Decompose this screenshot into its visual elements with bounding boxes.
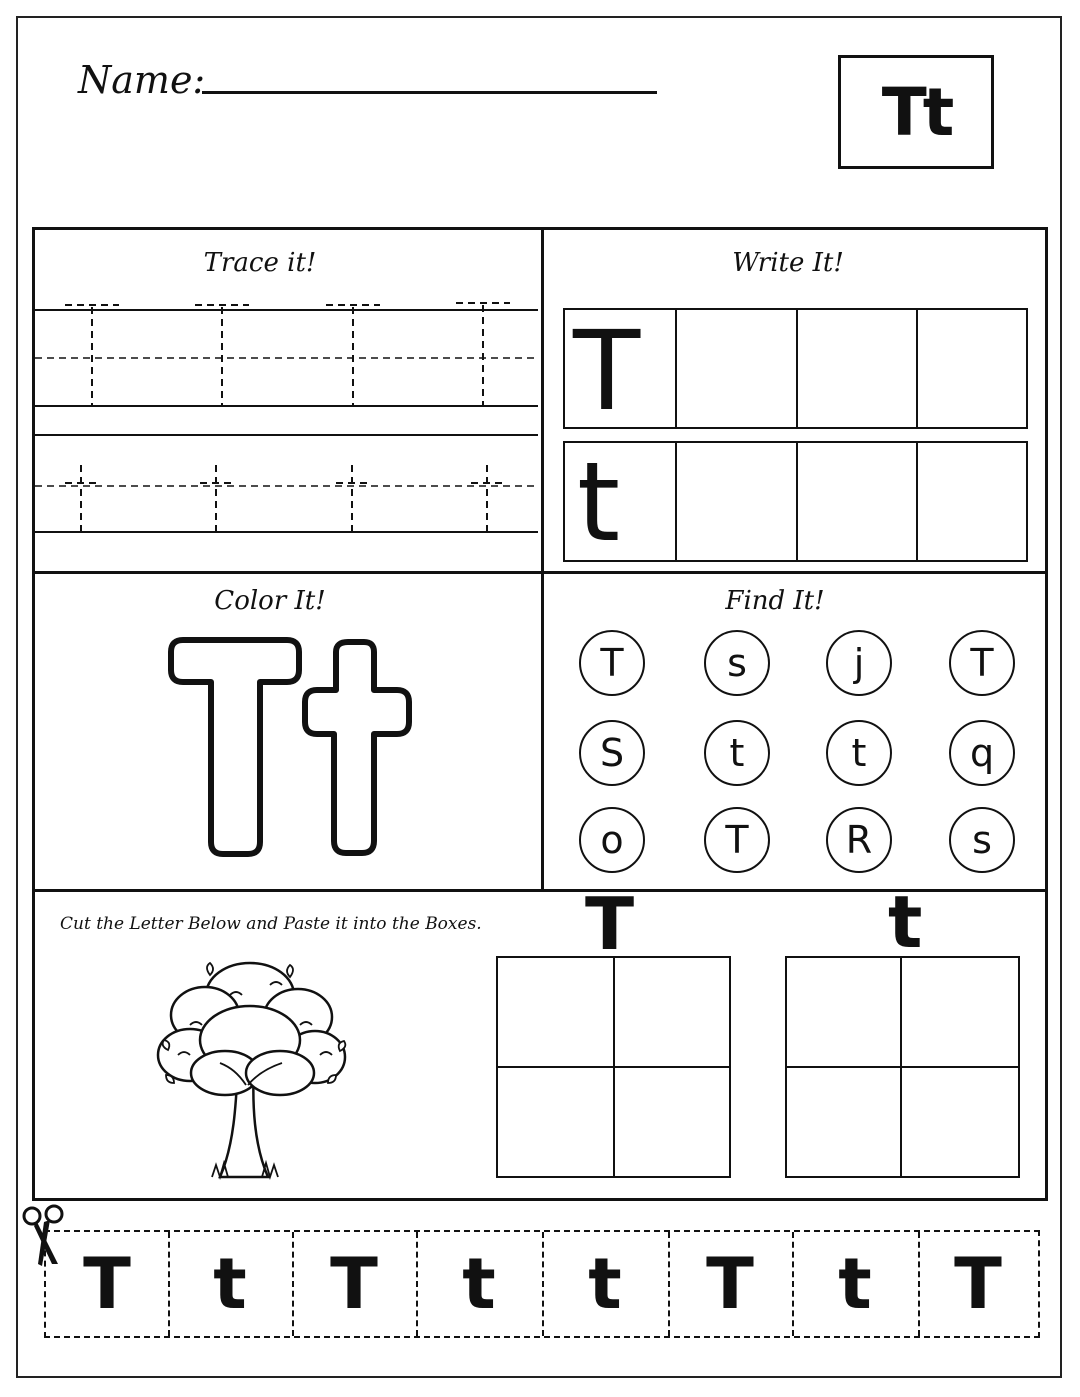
cut-divider (918, 1232, 920, 1336)
trace-title: Trace it! (203, 248, 317, 278)
paste-heading-upper: T (585, 882, 635, 966)
name-label: Name: (78, 58, 206, 102)
cut-divider (168, 1232, 170, 1336)
write-divider (675, 310, 677, 427)
cut-strip[interactable]: T t T t t T t T (44, 1230, 1040, 1338)
write-divider (796, 443, 798, 560)
write-divider (675, 443, 677, 560)
cut-letter[interactable]: t (588, 1243, 622, 1325)
color-outline-letters[interactable]: Tt (165, 636, 415, 858)
find-letter-circle[interactable]: o (579, 807, 645, 873)
find-letter-circle[interactable]: s (949, 807, 1015, 873)
find-letter-circle[interactable]: t (826, 720, 892, 786)
cut-letter[interactable]: t (462, 1243, 496, 1325)
write-example-lower: t (577, 438, 621, 566)
find-letter-circle[interactable]: s (704, 630, 770, 696)
write-title: Write It! (732, 248, 844, 278)
cut-letter[interactable]: T (706, 1243, 754, 1325)
write-divider (916, 443, 918, 560)
worksheet-grid (32, 227, 1048, 1201)
find-title: Find It! (725, 586, 825, 616)
cut-letter[interactable]: T (954, 1243, 1002, 1325)
cut-divider (542, 1232, 544, 1336)
divider-vertical (541, 230, 544, 889)
divider-row2 (35, 889, 1045, 892)
cut-divider (416, 1232, 418, 1336)
write-example-upper: T (573, 307, 641, 435)
letter-title-box: Tt (838, 55, 994, 169)
trace-lines[interactable] (35, 295, 538, 540)
paste-box-lower[interactable] (785, 956, 1020, 1178)
find-letter-circle[interactable]: T (949, 630, 1015, 696)
page-border (16, 16, 1062, 1378)
find-letter-circle[interactable]: T (579, 630, 645, 696)
find-letter-circle[interactable]: q (949, 720, 1015, 786)
paste-divider (498, 1066, 729, 1068)
cut-divider (292, 1232, 294, 1336)
find-letter-circle[interactable]: R (826, 807, 892, 873)
write-divider (796, 310, 798, 427)
find-letter-circle[interactable]: T (704, 807, 770, 873)
write-row-lower[interactable]: t (563, 441, 1028, 562)
paste-heading-lower: t (888, 880, 923, 964)
cut-divider (792, 1232, 794, 1336)
divider-row1 (35, 571, 1045, 574)
paste-instruction: Cut the Letter Below and Paste it into t… (60, 914, 482, 934)
tree-illustration (156, 961, 347, 1181)
find-letter-circle[interactable]: S (579, 720, 645, 786)
name-input-line[interactable] (202, 91, 657, 94)
cut-letter[interactable]: t (213, 1243, 247, 1325)
find-letter-circle[interactable]: j (826, 630, 892, 696)
find-letter-circle[interactable]: t (704, 720, 770, 786)
cut-letter[interactable]: T (330, 1243, 378, 1325)
write-row-upper[interactable]: T (563, 308, 1028, 429)
cut-divider (668, 1232, 670, 1336)
paste-box-upper[interactable] (496, 956, 731, 1178)
paste-divider (787, 1066, 1018, 1068)
cut-letter[interactable]: T (83, 1243, 131, 1325)
cut-letter[interactable]: t (838, 1243, 872, 1325)
color-title: Color It! (214, 586, 326, 616)
write-divider (916, 310, 918, 427)
